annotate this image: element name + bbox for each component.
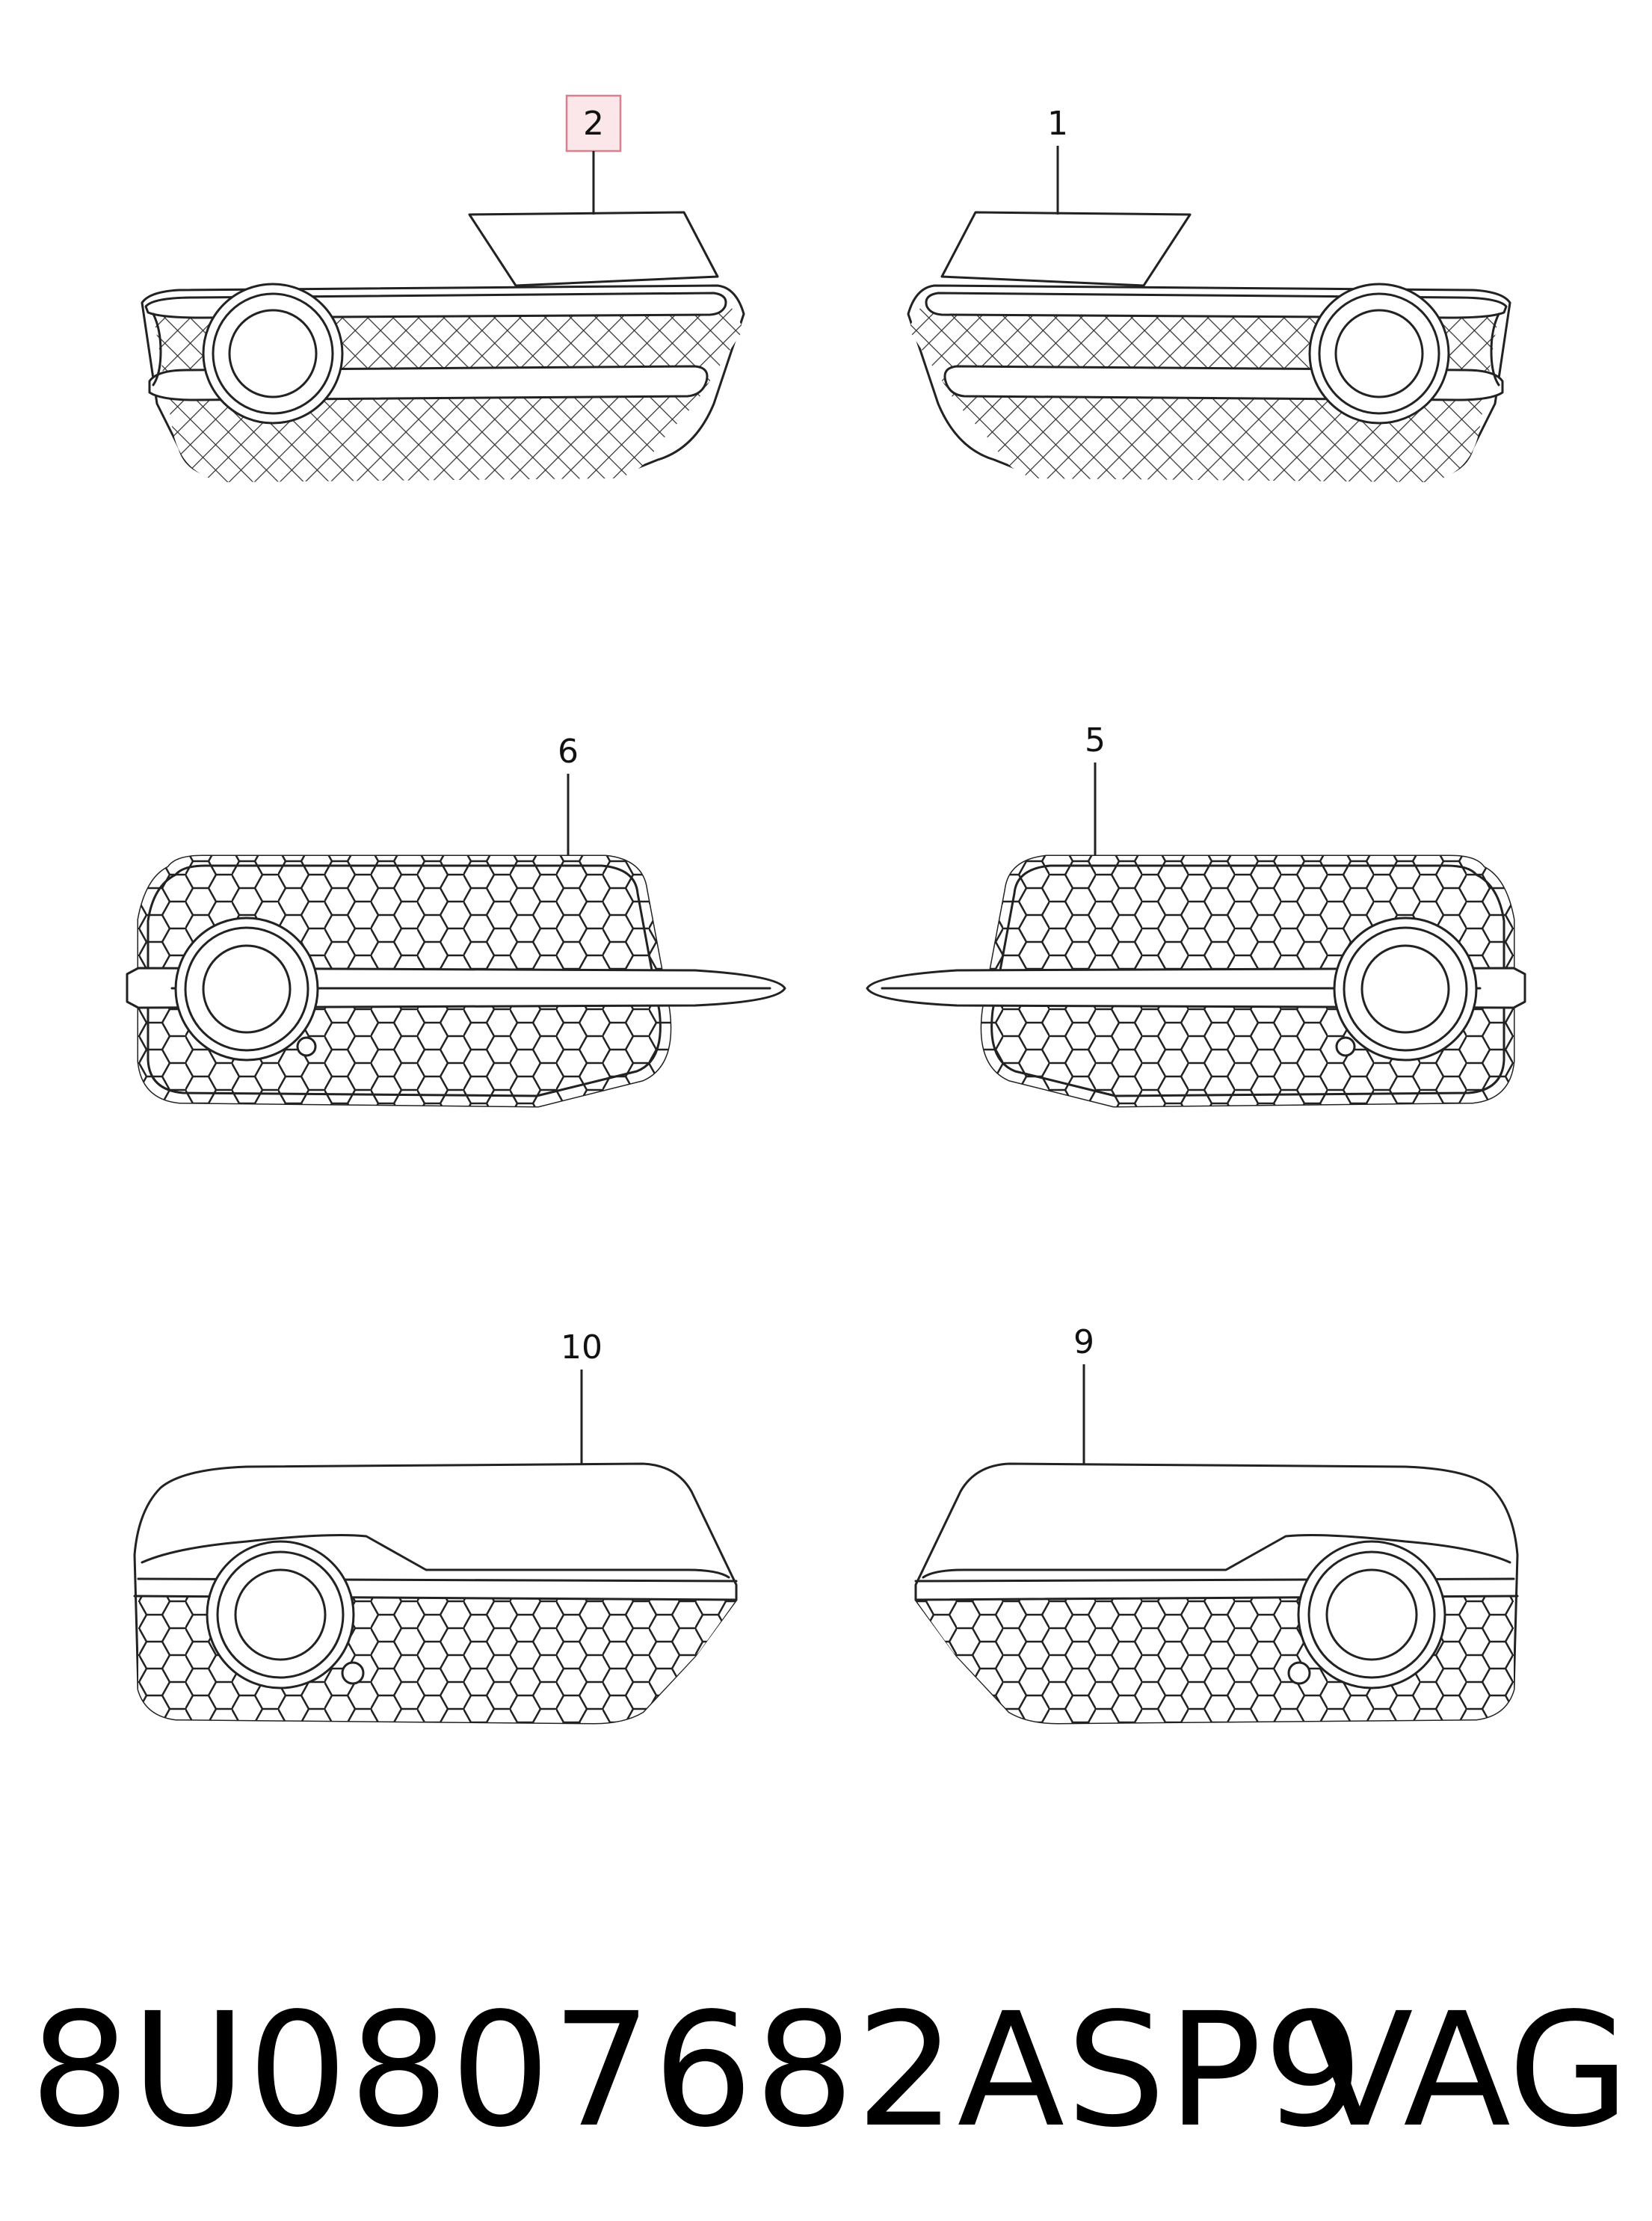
- callout-9: 9: [1073, 1323, 1094, 1465]
- callout-10-label: 10: [561, 1328, 602, 1367]
- brand-label: VAG: [1306, 1979, 1630, 2162]
- part-1-illustration: [907, 211, 1511, 482]
- callout-2-label: 2: [583, 105, 604, 143]
- part-9-illustration: [914, 1462, 1519, 1725]
- callout-9-label: 9: [1073, 1323, 1094, 1361]
- callout-6-label: 6: [558, 733, 579, 771]
- callout-1: 1: [1047, 105, 1068, 215]
- callout-10: 10: [561, 1328, 602, 1465]
- callout-6: 6: [558, 733, 579, 856]
- footer: 8U0807682ASP9 VAG: [30, 1959, 1630, 2183]
- callout-2-highlight-box: [565, 94, 622, 153]
- callout-5-label: 5: [1085, 721, 1106, 760]
- callout-5: 5: [1085, 721, 1106, 856]
- part-number-label: 8U0807682ASP9: [30, 1979, 1365, 2162]
- callout-1-label: 1: [1047, 105, 1068, 143]
- part-6-illustration: [126, 854, 786, 1108]
- part-5-illustration: [866, 854, 1526, 1108]
- part-2-illustration: [141, 211, 745, 482]
- part-10-illustration: [133, 1462, 738, 1725]
- callout-2: 2: [565, 94, 622, 215]
